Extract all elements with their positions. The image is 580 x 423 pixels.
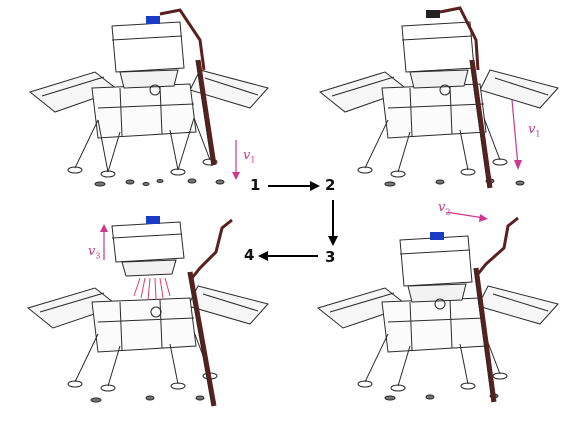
panel-step-3: v2 (290, 200, 580, 423)
step-4-label: 4 (244, 246, 255, 264)
sample-container-icon (430, 232, 444, 240)
velocity-v2-arrow (445, 212, 485, 219)
sample-container-icon (146, 16, 160, 24)
drill-arm-icon (187, 218, 233, 407)
velocity-v1-label: v1 (528, 122, 541, 139)
lander-icon (28, 21, 269, 187)
lander-icon (26, 285, 269, 403)
sample-container-icon (426, 10, 440, 18)
step-2-label: 2 (325, 176, 336, 194)
velocity-v1-arrow (511, 99, 519, 167)
drill-arm-icon (159, 8, 217, 167)
step-3-label: 3 (325, 248, 336, 266)
lander-icon (316, 235, 559, 401)
sample-container-icon (146, 216, 160, 224)
panel-step-1: v1 (0, 0, 290, 211)
panel-step-4: v3 (0, 212, 290, 423)
step-1-label: 1 (250, 176, 261, 194)
velocity-v1-label: v1 (243, 148, 256, 165)
drill-arm-icon (473, 216, 519, 403)
velocity-v3-label: v3 (88, 244, 101, 261)
panel-step-2: v1 (290, 0, 580, 211)
engine-plume-icon (133, 277, 171, 301)
velocity-v2-label: v2 (438, 200, 451, 217)
ascender-icon (111, 221, 185, 277)
drill-arm-icon (439, 6, 493, 189)
lander-icon (318, 21, 559, 187)
